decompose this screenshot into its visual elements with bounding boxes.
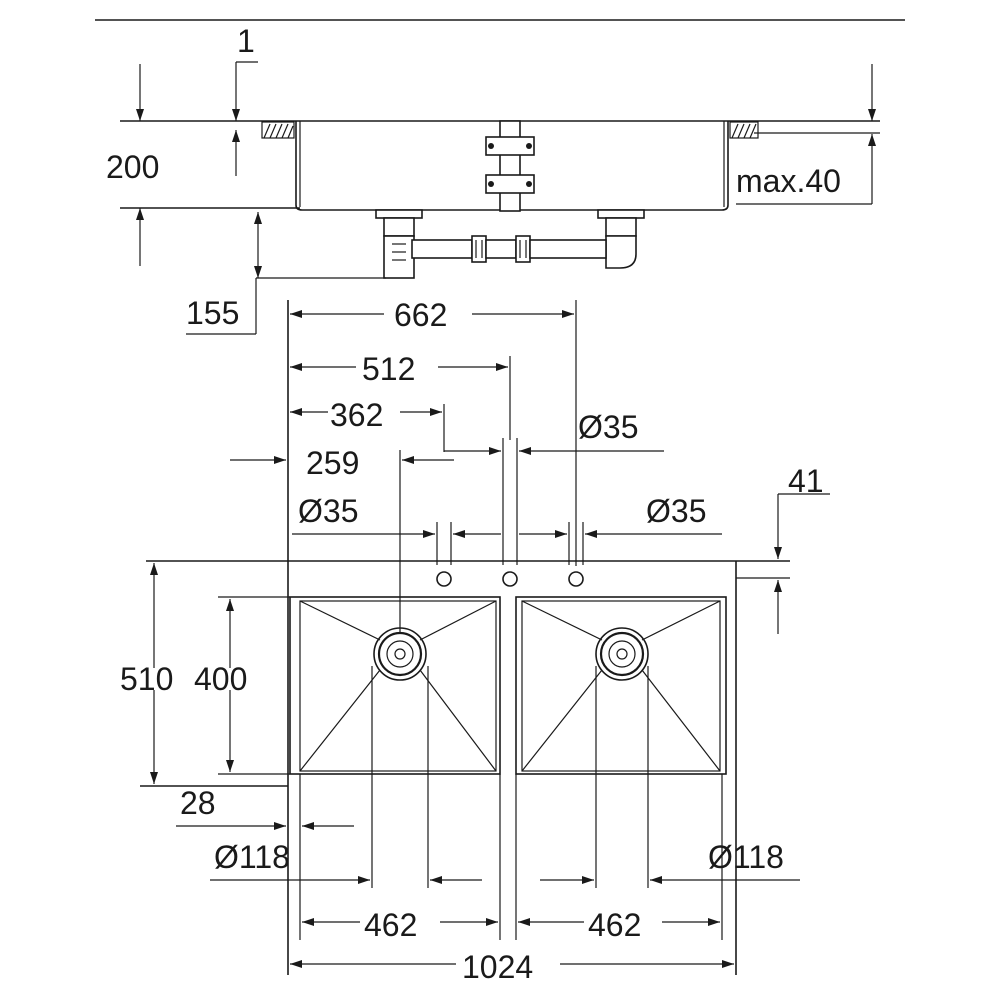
- tap-hole-center: [502, 571, 518, 587]
- left-bowl: [289, 596, 501, 775]
- dim-tap-hole-left: 259: [306, 445, 359, 481]
- dim-hole-diameter-right: Ø35: [646, 493, 706, 529]
- dim-bowl-width-right: 462: [588, 907, 641, 943]
- dim-hole-diameter-top: Ø35: [578, 409, 638, 445]
- plan-view: [140, 300, 790, 975]
- dim-hole-diameter-left: Ø35: [298, 493, 358, 529]
- right-bowl: [515, 596, 727, 775]
- dim-center-spacing: 512: [362, 351, 415, 387]
- dim-lip: 1: [237, 23, 255, 59]
- side-view: 1 200 max.40 155: [106, 23, 880, 335]
- tap-hole-right: [568, 571, 584, 587]
- dim-tap-to-tap: 662: [394, 297, 447, 333]
- dim-bowl-width-left: 462: [364, 907, 417, 943]
- dim-drain-depth: 155: [186, 295, 239, 331]
- dim-drain-left: Ø118: [214, 839, 290, 875]
- dim-edge-offset: 41: [788, 463, 824, 499]
- right-clip-hatch: [729, 121, 759, 139]
- drain-pipe-assembly: [375, 209, 645, 279]
- dim-height: 200: [106, 149, 159, 185]
- dim-overall-depth: 510: [120, 661, 173, 697]
- plan-dimensions: 662 512 362 Ø35 259 Ø35 Ø35 41 510: [120, 297, 830, 985]
- center-bracket: [485, 120, 535, 212]
- dim-drain-right: Ø118: [708, 839, 784, 875]
- dim-bowl-depth: 400: [194, 661, 247, 697]
- dim-thickness: max.40: [736, 163, 841, 199]
- dim-overall-width: 1024: [462, 949, 533, 985]
- left-clip-hatch: [261, 121, 295, 139]
- dim-rim: 28: [180, 785, 216, 821]
- tap-hole-left: [436, 571, 452, 587]
- dim-tap-offset: 362: [330, 397, 383, 433]
